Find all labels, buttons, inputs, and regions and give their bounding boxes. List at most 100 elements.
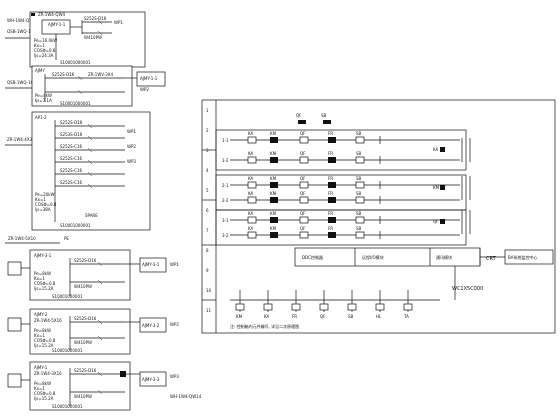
panel-3-branch-breaker-6: S252S-C16	[60, 180, 82, 185]
right-contact-3	[440, 219, 445, 224]
panel-5-breaker-1: S252S-D16	[74, 316, 97, 321]
loop-device-5-3	[299, 216, 309, 224]
right-contact-label-1: KA	[433, 147, 439, 152]
loop-device-2-3	[299, 156, 309, 164]
loop-device-label-5-1: KA	[248, 211, 254, 216]
loop-device-label-1-3: QF	[300, 131, 306, 136]
bottom-terminal-label-6: HL	[376, 314, 382, 319]
panel-6-source-box	[7, 373, 22, 388]
panel-1-param-ijs: Ijs=24.3A	[34, 53, 54, 58]
panel-4-ground: PE	[64, 236, 69, 241]
loop-label-1: 1-1	[222, 138, 229, 143]
bottom-terminal-3	[291, 303, 301, 311]
right-contact-label-3: QF	[433, 219, 439, 224]
loop-device-6-2	[270, 232, 278, 238]
loop-device-3-2	[270, 182, 278, 188]
panel-3-branch-breaker-1: S252S-D16	[60, 120, 83, 125]
panel-1-param-kx: Kx=1	[34, 43, 45, 48]
loop-device-label-2-5: SB	[356, 151, 362, 156]
loop-device-4-1	[247, 196, 257, 204]
loop-device-4-4	[328, 197, 336, 203]
panel-3-branch-breaker-2: S253S-D16	[60, 132, 83, 137]
bottom-terminal-4	[319, 303, 329, 311]
panel-6-param-kx: Kx=1	[34, 386, 45, 391]
panel-2-cable: ZR-1WV-3X4	[88, 72, 114, 77]
panel-6-out-box-label: AJMY-3-3	[142, 377, 160, 382]
loop-device-label-6-1: KA	[248, 226, 254, 231]
loop-device-2-5	[355, 156, 365, 164]
bus-block-3: 通讯模块	[436, 254, 452, 260]
loop-device-label-2-1: KA	[248, 151, 254, 156]
panel-4-param-cos: COSΦ=0.8	[34, 281, 56, 286]
panel-4-param-ijs: Ijs=15.2A	[34, 286, 54, 291]
panel-1-out-label: WP1	[114, 20, 123, 25]
loop-label-4: 2-2	[222, 198, 229, 203]
top-switch-label-1: QF	[296, 113, 302, 118]
bottom-terminal-label-7: TA	[403, 314, 409, 319]
panel-1-id: AJMY-1-1	[48, 22, 66, 27]
bottom-terminal-2	[263, 303, 273, 311]
bottom-terminal-label-3: FR	[292, 314, 297, 319]
panel-3-code: S10001000001	[60, 223, 91, 228]
loop-device-label-5-5: SB	[356, 211, 362, 216]
panel-6-breaker-2: W410PW	[74, 394, 92, 399]
loop-block-1	[215, 129, 467, 171]
panel-2-out-box-label: AJMY-1-1	[140, 76, 158, 81]
bottom-terminal-6	[375, 303, 385, 311]
row-side-label-9: 9	[206, 268, 209, 273]
loop-device-label-5-2: KM	[270, 211, 277, 216]
row-side-label-7: 7	[206, 228, 209, 233]
panel-5-param-kx: Kx=1	[34, 333, 45, 338]
bus-block-1: DDC控制器	[302, 254, 323, 260]
schematic-note: 注: 控制箱内元件编号, 详见二次原理图	[230, 323, 299, 329]
loop-block-3	[215, 209, 467, 246]
panel-5-param-pe: Pe=8kW	[34, 328, 51, 333]
panel-6-right-note: WH-1W4-QW14	[170, 394, 202, 399]
loop-device-2-1	[247, 156, 257, 164]
panel-2-note: QSB-1WQ-1QHNNSQ	[7, 80, 48, 85]
loop-device-label-5-4: FR	[328, 211, 333, 216]
panel-6-distribution-diagram: AJMY-1 ZR-1W4-3X16 S252S-D16 W410PW Pe=8…	[7, 361, 202, 411]
loop-device-1-1	[247, 136, 257, 144]
right-contact-label-2: KM	[433, 185, 440, 190]
panel-2-distribution-diagram: QSB-1WQ-1QHNNSQ AJMY S252S-D16 ZR-1WV-3X…	[5, 65, 166, 107]
bottom-terminal-label-2: KA	[264, 314, 270, 319]
panel-4-breaker-1: S252S-D16	[74, 258, 97, 263]
right-contact-1	[440, 147, 445, 152]
panel-3-param-kx: Kx=1	[35, 197, 46, 202]
bottom-terminal-7	[403, 303, 413, 311]
panel-3-param-pe: Pe=20kW	[35, 192, 54, 197]
control-outer-frame	[201, 99, 556, 334]
panel-1-cable-in: WH-1W4-QW4	[7, 18, 36, 23]
loop-device-3-1	[247, 181, 257, 189]
loop-device-6-4	[328, 232, 336, 238]
panel-2-out-label: WP2	[140, 87, 149, 92]
loop-device-label-4-1: KA	[248, 191, 254, 196]
bus-block-2: 远程I/O模块	[362, 254, 384, 260]
panel-5-source-box	[7, 317, 22, 332]
panel-4-id: AJMY-3-1	[34, 253, 52, 258]
panel-3-out-1: WP1	[127, 129, 136, 134]
loop-label-3: 2-1	[222, 183, 229, 188]
panel-3-branch-circuits: S252S-D16S253S-D16S252S-C16S252S-C16S252…	[55, 120, 125, 189]
panel-5-id: AJMY-2	[34, 312, 48, 317]
loop-device-label-4-2: KM	[270, 191, 277, 196]
bms-center-label: BA系统监控中心	[508, 254, 537, 260]
loop-device-3-3	[299, 181, 309, 189]
loop-device-1-5	[355, 136, 365, 144]
loop-device-5-1	[247, 216, 257, 224]
panel-1-distribution-diagram: WH-1W4-QW4 QSB-1WQ-1QHNNSQ-QWSW ZR-1W4-Q…	[5, 11, 146, 68]
loop-device-label-6-5: SB	[356, 226, 362, 231]
loop-device-label-4-3: QF	[300, 191, 306, 196]
loop-device-6-5	[355, 231, 365, 239]
loop-device-label-3-5: SB	[356, 176, 362, 181]
panel-3-spare: SPARE	[85, 213, 98, 218]
bottom-terminal-1	[235, 303, 245, 311]
bottom-terminal-label-5: SB	[348, 314, 354, 319]
loop-device-2-2	[270, 157, 278, 163]
panel-2-code: S10001000001	[60, 101, 91, 106]
row-side-label-10: 10	[206, 288, 212, 293]
panel-5-out-box-label: AJMY-3-2	[142, 323, 160, 328]
panel-4-breaker-2: W410PW	[74, 284, 92, 289]
